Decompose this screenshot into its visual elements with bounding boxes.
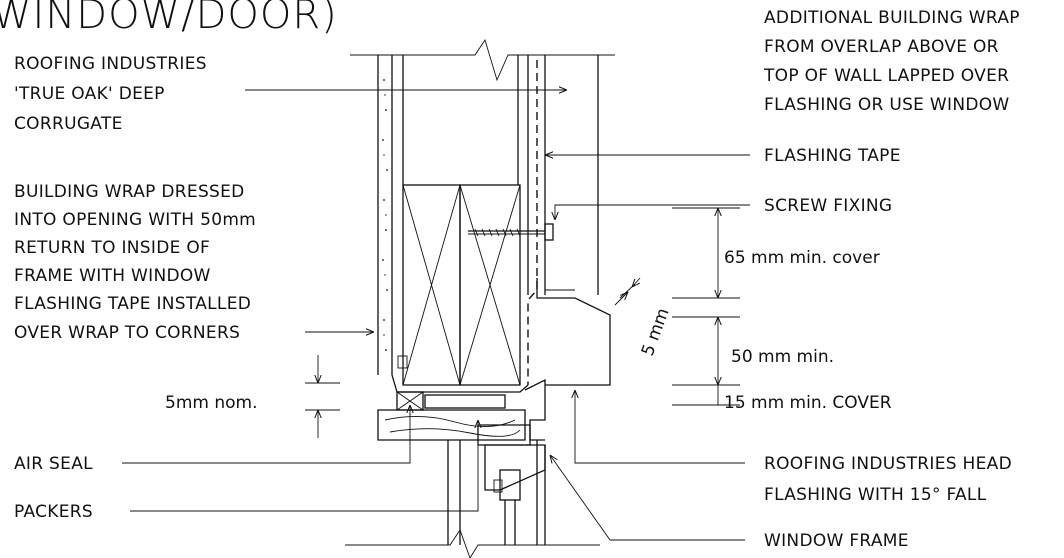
- svg-text:FLASHING OR USE WINDOW: FLASHING OR USE WINDOW: [764, 95, 1010, 115]
- leader-head-flashing: [575, 390, 745, 464]
- svg-text:FLASHING WITH 15° FALL: FLASHING WITH 15° FALL: [764, 485, 987, 505]
- reveal-timber: [377, 409, 526, 441]
- dimension-lines: [305, 207, 740, 438]
- label-cladding: ROOFING INDUSTRIES 'TRUE OAK' DEEP CORRU…: [14, 54, 207, 134]
- head-flashing: [536, 278, 611, 386]
- dim-15mm: 15 mm min. COVER: [724, 393, 892, 413]
- svg-text:FLASHING TAPE: FLASHING TAPE: [764, 146, 901, 166]
- drawing-title: WINDOW/DOOR): [0, 0, 338, 38]
- leader-screw-fixing: [555, 204, 750, 220]
- label-screw-fixing: SCREW FIXING: [764, 196, 892, 216]
- svg-text:INTO OPENING WITH 50mm: INTO OPENING WITH 50mm: [14, 210, 256, 230]
- svg-text:OVER WRAP TO CORNERS: OVER WRAP TO CORNERS: [14, 323, 240, 343]
- screw-head: [544, 223, 554, 241]
- svg-text:ROOFING INDUSTRIES HEAD: ROOFING INDUSTRIES HEAD: [764, 454, 1012, 474]
- leader-lines: [122, 90, 750, 541]
- label-air-seal: AIR SEAL: [14, 454, 93, 474]
- svg-text:BUILDING WRAP DRESSED: BUILDING WRAP DRESSED: [14, 182, 245, 202]
- svg-text:FLASHING TAPE INSTALLED: FLASHING TAPE INSTALLED: [14, 294, 251, 314]
- break-line-top: [350, 38, 615, 82]
- lining-texture: [382, 79, 388, 351]
- break-line-bottom: [345, 529, 600, 558]
- svg-text:RETURN TO INSIDE OF: RETURN TO INSIDE OF: [14, 238, 210, 258]
- leader-air-seal: [122, 405, 410, 464]
- leader-packers: [130, 420, 478, 512]
- label-head-flashing: ROOFING INDUSTRIES HEAD FLASHING WITH 15…: [764, 454, 1012, 505]
- svg-text:TOP OF WALL LAPPED OVER: TOP OF WALL LAPPED OVER: [763, 66, 1009, 86]
- dim-50mm: 50 mm min.: [731, 347, 834, 367]
- building-wrap-line: [527, 60, 538, 385]
- leader-window-frame: [550, 455, 745, 541]
- dim-cover: 65 mm min. cover: [724, 248, 880, 268]
- lintel-right: [459, 184, 521, 386]
- label-building-wrap: BUILDING WRAP DRESSED INTO OPENING WITH …: [14, 182, 256, 343]
- frame-head-profile: [477, 424, 531, 446]
- label-packers: PACKERS: [14, 502, 93, 522]
- label-gap: 5mm nom.: [165, 393, 257, 413]
- svg-text:ROOFING INDUSTRIES: ROOFING INDUSTRIES: [14, 54, 207, 74]
- window-frame-section: [345, 378, 600, 558]
- dim-5mm: 5 mm: [638, 306, 674, 359]
- svg-text:CORRUGATE: CORRUGATE: [14, 114, 123, 134]
- packer: [424, 394, 506, 409]
- svg-text:ADDITIONAL BUILDING WRAP: ADDITIONAL BUILDING WRAP: [764, 8, 1020, 28]
- svg-text:FRAME WITH WINDOW: FRAME WITH WINDOW: [14, 266, 211, 286]
- label-additional-wrap: ADDITIONAL BUILDING WRAP FROM OVERLAP AB…: [763, 8, 1020, 166]
- wall-section: [350, 38, 615, 393]
- svg-text:'TRUE OAK' DEEP: 'TRUE OAK' DEEP: [14, 84, 165, 104]
- label-window-frame: WINDOW FRAME: [764, 531, 909, 551]
- svg-text:FROM OVERLAP ABOVE OR: FROM OVERLAP ABOVE OR: [764, 37, 999, 57]
